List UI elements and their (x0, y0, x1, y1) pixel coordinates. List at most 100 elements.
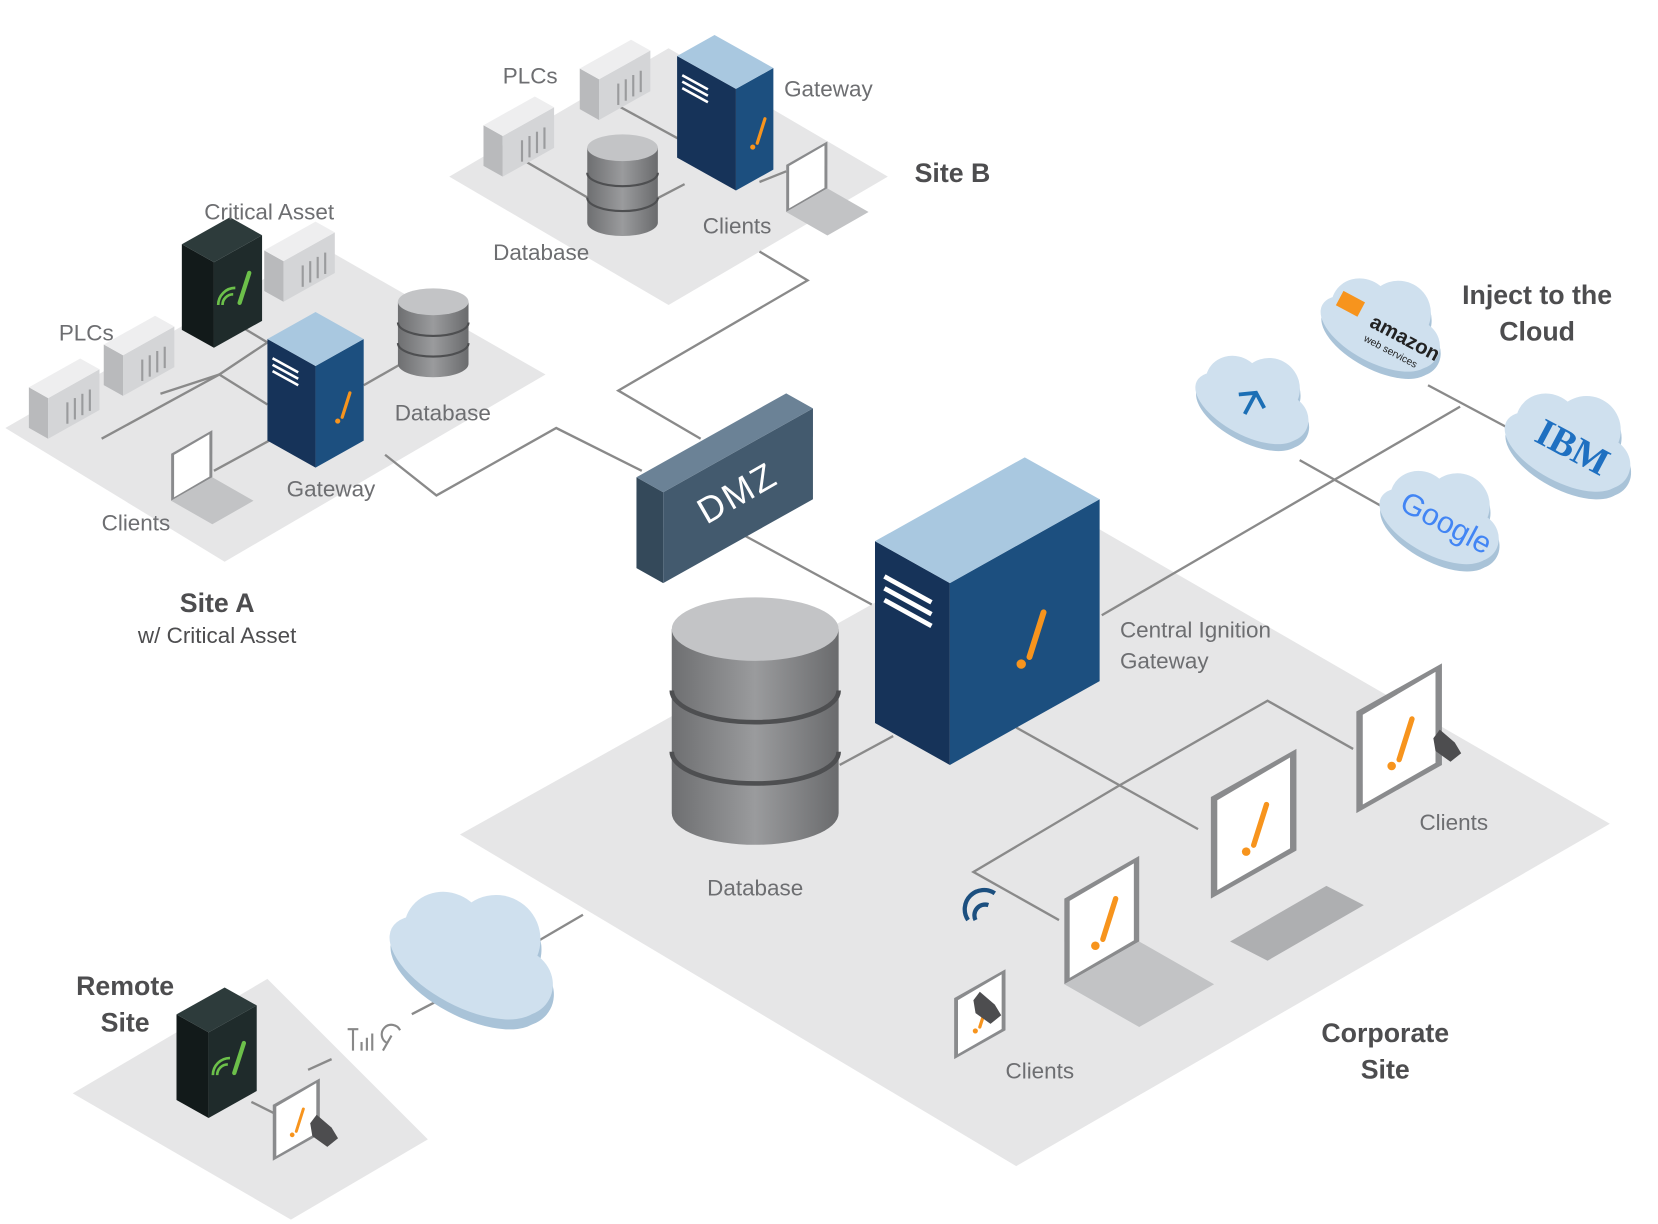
box-left-face (579, 68, 600, 120)
vent-lines-icon (271, 357, 299, 374)
vent-lines-icon (883, 597, 933, 628)
wifi-icon (962, 887, 996, 922)
box-top-face (181, 217, 263, 263)
touch-hand-icon (1433, 729, 1462, 762)
site-a-database-label: Database (395, 401, 491, 426)
ibm-cloud: IBM (1504, 393, 1632, 500)
network-links (101, 106, 1509, 1120)
box-top-face (483, 96, 555, 136)
site-a-clients-label: Clients (102, 511, 171, 536)
ignition-logo-icon (755, 117, 767, 145)
box-right-face (213, 235, 263, 348)
db-top (397, 288, 469, 316)
ignition-logo-dot (1091, 941, 1100, 951)
cloud-puff (481, 948, 553, 1017)
box-right-face (949, 499, 1100, 765)
monitor-screen (1362, 671, 1436, 805)
site-b-plcs-label: PLCs (503, 64, 558, 89)
remote-client-touch-panel (272, 1078, 339, 1161)
box-left-face (636, 477, 664, 584)
ignition-logo-dot (1016, 659, 1026, 669)
cloud-puff (1575, 436, 1631, 490)
db-ring (586, 172, 659, 188)
central-ignition-gateway (874, 457, 1100, 765)
box-top-face (267, 312, 364, 366)
site-a-plc-2 (103, 315, 175, 396)
box-left-face (677, 55, 736, 191)
wireless-signal-icon (211, 1056, 231, 1076)
box-right-face (735, 67, 774, 191)
vent-lines-icon (681, 74, 709, 91)
box-top-face (264, 221, 335, 262)
db-top (671, 597, 839, 661)
corporate-database-label: Database (707, 875, 803, 900)
cell-tower-icon (347, 1023, 402, 1052)
ignition-logo-icon (1100, 895, 1119, 942)
vent-lines-icon (883, 574, 933, 605)
ignition-edge-logo-icon (232, 1040, 247, 1076)
cloud-title-line2: Cloud (1499, 316, 1575, 346)
box-left-face (874, 541, 950, 765)
site-b-platform (449, 48, 888, 306)
ignition-logo-dot (972, 1028, 978, 1034)
laptop-keyboard (1064, 941, 1215, 1028)
box-right-face (663, 408, 813, 584)
box-left-face (483, 125, 503, 177)
central-gateway-label-line1: Central Ignition (1120, 618, 1271, 643)
central-gateway-label-line2: Gateway (1120, 649, 1209, 674)
ignition-logo-dot (1241, 847, 1251, 856)
ignition-logo-dot (1387, 761, 1396, 771)
site-a-plc-3 (264, 221, 335, 302)
site-a-title: Site A (180, 588, 255, 618)
ignition-logo-dot (289, 1132, 295, 1138)
site-a-plcs-label: PLCs (59, 320, 114, 345)
cloud-title-line1: Inject to the (1462, 280, 1612, 310)
touch-hand-icon (973, 991, 1002, 1024)
cloud-puff (1387, 319, 1440, 370)
corporate-title-line1: Corporate (1321, 1018, 1449, 1048)
box-top-face (677, 35, 774, 89)
db-ring (396, 322, 470, 337)
db-body (397, 301, 469, 378)
box-top-face (176, 987, 257, 1033)
corporate-title-line2: Site (1361, 1054, 1410, 1084)
cloud-puff (1446, 512, 1499, 562)
db-ring (396, 343, 470, 358)
site-a-subtitle: w/ Critical Asset (137, 623, 297, 648)
corporate-database (669, 597, 841, 845)
box-top-face (579, 39, 651, 80)
db-ring (669, 751, 841, 786)
ignition-edge-logo-icon (237, 270, 252, 306)
corporate-clients-right-label: Clients (1419, 810, 1488, 835)
monitor-screen (1217, 757, 1291, 891)
box-left-face (103, 344, 124, 396)
corporate-client-monitor (1210, 748, 1297, 899)
remote-platform (72, 978, 428, 1220)
integration-cloud (1195, 355, 1310, 452)
db-body (671, 629, 839, 845)
ignition-logo-icon (340, 391, 352, 419)
ignition-logo-icon (1026, 609, 1047, 660)
site-a-gateway-label: Gateway (287, 476, 376, 501)
site-a-database (396, 288, 470, 378)
corporate-client-laptop (1064, 855, 1215, 1028)
laptop-screen (789, 145, 825, 209)
box-right-face (315, 339, 364, 468)
box-left-face (181, 244, 214, 348)
site-b-gateway-label: Gateway (784, 76, 873, 101)
vent-lines-icon (271, 363, 299, 380)
ignition-logo-dot (335, 418, 341, 424)
keyboard (1230, 885, 1364, 961)
touch-hand-icon (310, 1114, 339, 1147)
db-body (587, 147, 658, 237)
db-ring (669, 690, 841, 725)
db-top (587, 134, 658, 162)
laptop-keyboard (786, 188, 869, 236)
box-left-face (264, 250, 284, 302)
vent-lines-icon (271, 369, 299, 387)
corporate-client-mobile (954, 969, 1006, 1060)
box-left-face (176, 1014, 209, 1118)
laptop-screen (174, 434, 210, 498)
